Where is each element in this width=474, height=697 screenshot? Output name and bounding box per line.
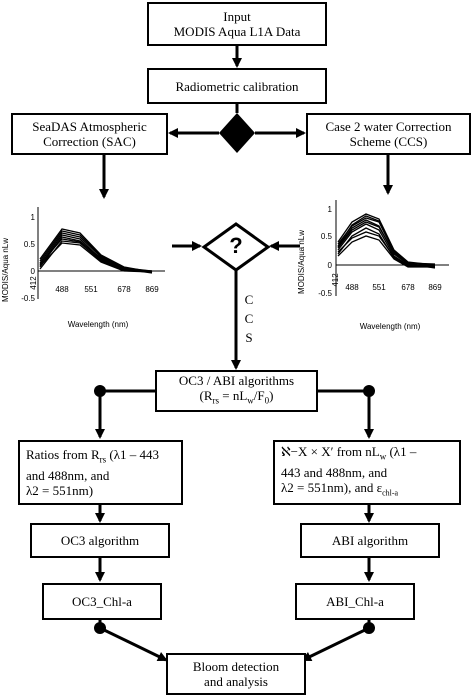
- spectra-plot-left: MODIS/Aqua nLw Wavelength (nm) 1 0.5 0 -…: [1, 207, 165, 329]
- plot-right-xtick: 551: [372, 283, 386, 292]
- sac-box: SeaDAS Atmospheric Correction (SAC): [11, 113, 168, 155]
- bloom-box: Bloom detection and analysis: [166, 653, 306, 695]
- ccs-line1: Case 2 water Correction: [325, 119, 452, 134]
- ccs-letter: S: [245, 330, 253, 345]
- oc3-chl-box: OC3_Chl-a: [42, 583, 162, 620]
- calibration-box: Radiometric calibration: [147, 68, 327, 104]
- oc3-abi-line2-a: (R: [199, 388, 213, 404]
- bloom-line2: and analysis: [204, 674, 268, 689]
- plot-right-spectra: [337, 213, 436, 269]
- plot-left-xtick: 551: [84, 285, 98, 294]
- input-box-line1: Input: [223, 9, 251, 24]
- abi-input-line2: 443 and 488nm, and: [281, 465, 388, 480]
- question-mark: ?: [229, 233, 243, 258]
- oc3-abi-line2-d: ): [269, 388, 274, 404]
- abi-input-line3-sub: chl-a: [382, 488, 399, 498]
- oc3-abi-line2: (Rrs = nLw/F0): [200, 388, 274, 409]
- plot-left-spectra: [39, 228, 153, 274]
- ccs-vertical-label: C C S: [242, 292, 256, 345]
- oc3-abi-line2-sub-rs: rs: [212, 395, 220, 406]
- oc3-abi-line2-b: = nL: [219, 388, 248, 404]
- ccs-line2: Scheme (CCS): [349, 134, 428, 149]
- plot-right-xtick: 869: [428, 283, 442, 292]
- calibration-label: Radiometric calibration: [175, 78, 299, 94]
- plot-left-xtick: 678: [117, 285, 131, 294]
- oc3-abi-box: OC3 / ABI algorithms (Rrs = nLw/F0): [155, 370, 318, 412]
- abi-input-line3: λ2 = 551nm), and εchl-a: [281, 480, 398, 501]
- oc3-algorithm-box: OC3 algorithm: [30, 523, 170, 558]
- abi-chl-label: ABI_Chl-a: [326, 594, 384, 609]
- ratios-line1: Ratios from Rrs (λ1 – 443: [26, 447, 159, 468]
- arrow-oc3chl-to-bloom: [99, 626, 168, 662]
- oc3-abi-line2-sub-w: w: [247, 395, 254, 406]
- oc3-abi-line1: OC3 / ABI algorithms: [178, 373, 295, 389]
- plot-left-ylabel: MODIS/Aqua nLw: [1, 238, 10, 302]
- junction-dot-right-top: [363, 385, 375, 397]
- ratios-line1-sub: rs: [99, 454, 107, 465]
- spectra-plot-right: MODIS/Aqua nLw Wavelength (nm) 1 0.5 0 -…: [297, 200, 449, 331]
- abi-chl-box: ABI_Chl-a: [295, 583, 415, 620]
- oc3-abi-line2-sub-0: 0: [264, 395, 270, 406]
- abi-input-line1-a: ℵ−X × X′ from nL: [281, 444, 380, 460]
- abi-algorithm-label: ABI algorithm: [331, 533, 409, 548]
- plot-right-ylabel: MODIS/Aqua nLw: [297, 230, 306, 294]
- input-box-line2: MODIS Aqua L1A Data: [173, 24, 301, 39]
- plot-left-xtick: 412: [29, 276, 38, 290]
- plot-right-ytick: 0: [328, 261, 333, 270]
- abi-algorithm-box: ABI algorithm: [300, 523, 440, 558]
- plot-right-xlabel: Wavelength (nm): [360, 322, 421, 331]
- ratios-line1-a: Ratios from R: [26, 447, 100, 463]
- plot-right-ytick: -0.5: [318, 289, 332, 298]
- plot-left-ytick: 1: [31, 213, 36, 222]
- ccs-letter: C: [244, 311, 254, 326]
- plot-right-ytick: 1: [328, 205, 333, 214]
- ccs-letter: C: [244, 292, 254, 307]
- plot-right-ytick: 0.5: [321, 232, 333, 241]
- oc3-chl-label: OC3_Chl-a: [72, 594, 132, 609]
- input-box: Input MODIS Aqua L1A Data: [147, 2, 327, 46]
- ratios-line3: λ2 = 551nm): [26, 482, 94, 498]
- oc3-algorithm-label: OC3 algorithm: [60, 533, 140, 548]
- abi-input-box: ℵ−X × X′ from nLw (λ1 – 443 and 488nm, a…: [273, 440, 461, 505]
- ratios-line1-b: (λ1 – 443: [106, 447, 160, 463]
- plot-left-ytick: 0.5: [24, 240, 36, 249]
- plot-left-ytick: 0: [31, 267, 36, 276]
- abi-input-line1: ℵ−X × X′ from nLw (λ1 –: [281, 444, 416, 465]
- ratios-line2: and 488nm, and: [26, 467, 110, 483]
- plot-left-xtick: 488: [55, 285, 69, 294]
- decision-diamond-filled: [219, 113, 255, 153]
- plot-right-xtick: 678: [401, 283, 415, 292]
- ccs-box: Case 2 water Correction Scheme (CCS): [306, 113, 471, 155]
- plot-left-xtick: 869: [145, 285, 159, 294]
- arrow-abichl-to-bloom: [301, 626, 370, 662]
- junction-dot-left-bottom: [94, 622, 106, 634]
- plot-left-ytick: -0.5: [21, 294, 35, 303]
- abi-input-line1-sub: w: [379, 452, 387, 462]
- abi-input-line3-a: λ2 = 551nm), and ε: [281, 480, 383, 495]
- oc3-abi-line2-c: /F: [253, 388, 265, 404]
- question-diamond: [201, 222, 271, 272]
- junction-dot-right-bottom: [363, 622, 375, 634]
- sac-line2: Correction (SAC): [43, 134, 136, 149]
- junction-dot-left-top: [94, 385, 106, 397]
- ratios-box: Ratios from Rrs (λ1 – 443 and 488nm, and…: [18, 440, 183, 505]
- bloom-line1: Bloom detection: [192, 659, 280, 674]
- abi-input-line1-b: (λ1 –: [386, 444, 417, 460]
- plot-left-xlabel: Wavelength (nm): [68, 320, 129, 329]
- plot-right-xtick: 488: [345, 283, 359, 292]
- sac-line1: SeaDAS Atmospheric: [32, 119, 147, 134]
